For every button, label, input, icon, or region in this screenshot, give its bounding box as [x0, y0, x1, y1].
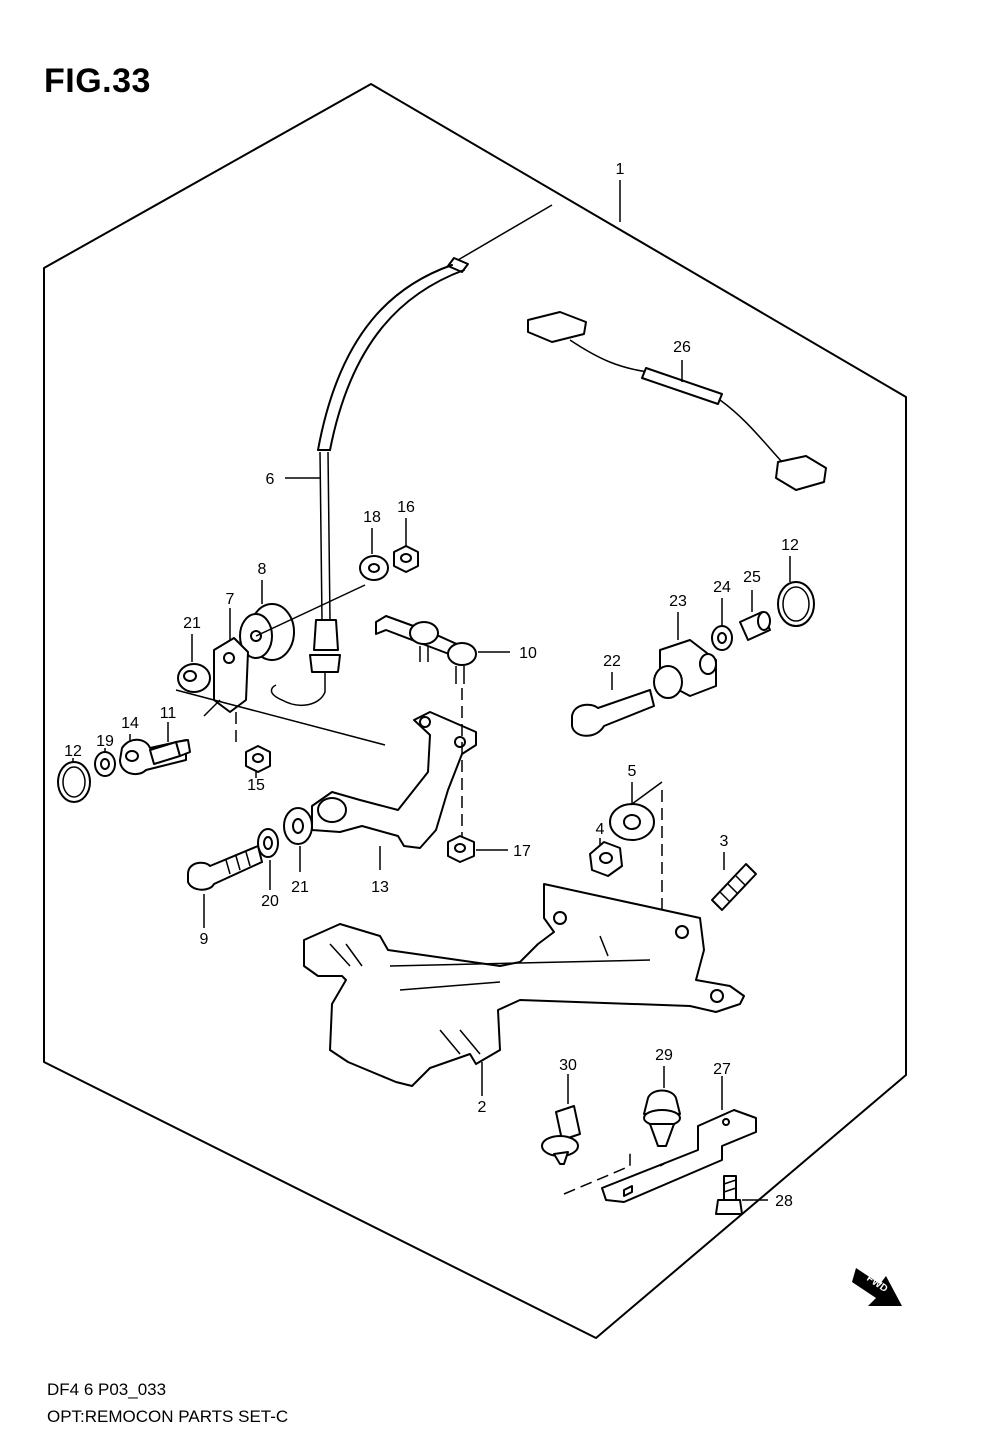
- washer-19: [94, 751, 116, 777]
- callout-27: 27: [713, 1061, 731, 1078]
- callout-30: 30: [559, 1057, 577, 1074]
- stud-11: [149, 739, 191, 765]
- joint-23: [653, 639, 717, 699]
- callout-15: 15: [247, 777, 265, 794]
- nut-17: [447, 835, 475, 863]
- callout-labels: 1234567891011121213141516171819202121222…: [64, 161, 799, 1210]
- clip-30: [541, 1105, 581, 1165]
- callout-29: 29: [655, 1047, 673, 1064]
- nut-16: [393, 545, 419, 573]
- bracket-2: [303, 883, 745, 1087]
- clip-29: [643, 1089, 681, 1147]
- callout-14: 14: [121, 715, 139, 732]
- diagram-caption: OPT:REMOCON PARTS SET-C: [47, 1407, 289, 1426]
- washer-21b: [283, 807, 313, 845]
- diagram-code: DF4 6 P03_033: [47, 1380, 167, 1399]
- washer-20: [257, 828, 279, 858]
- callout-12a: 12: [64, 743, 82, 760]
- callout-28: 28: [775, 1193, 793, 1210]
- bolt-28: [715, 1175, 743, 1215]
- collar-25: [739, 611, 771, 641]
- clip-12a: [57, 761, 91, 803]
- callout-17: 17: [513, 843, 531, 860]
- callout-21a: 21: [183, 615, 201, 632]
- washer-5: [609, 803, 655, 841]
- kit-boundary: [43, 83, 907, 1339]
- clip-12b: [777, 581, 815, 627]
- washer-24: [711, 625, 733, 651]
- callout-3: 3: [720, 833, 729, 850]
- callout-26: 26: [673, 339, 691, 356]
- callout-13: 13: [371, 879, 389, 896]
- grommet-8: [239, 603, 295, 661]
- axis-27: [563, 1152, 631, 1195]
- assembly-line-left: [175, 689, 386, 746]
- leader-5: [631, 781, 663, 806]
- callout-8: 8: [258, 561, 267, 578]
- control-cable: [270, 204, 553, 707]
- harness-lead: [527, 311, 827, 491]
- bracket-10: [375, 615, 477, 684]
- callout-10: 10: [519, 645, 537, 662]
- assembly-line-left-2: [203, 699, 221, 717]
- figure-title: FIG.33: [44, 62, 151, 100]
- callout-18: 18: [363, 509, 381, 526]
- nut-15: [245, 745, 271, 773]
- callout-23: 23: [669, 593, 687, 610]
- callout-19: 19: [96, 733, 114, 750]
- washer-18: [359, 555, 389, 581]
- callout-20: 20: [261, 893, 279, 910]
- callout-6: 6: [266, 471, 275, 488]
- callout-25: 25: [743, 569, 761, 586]
- callout-9: 9: [200, 931, 209, 948]
- callout-21b: 21: [291, 879, 309, 896]
- callout-2: 2: [478, 1099, 487, 1116]
- callout-1: 1: [616, 161, 625, 178]
- callout-5: 5: [628, 763, 637, 780]
- assembly-line-upper: [255, 584, 366, 637]
- washer-21a: [177, 663, 211, 693]
- stud-3: [711, 863, 757, 911]
- callout-16: 16: [397, 499, 415, 516]
- callout-7: 7: [226, 591, 235, 608]
- arm-13: [311, 711, 477, 849]
- callout-22: 22: [603, 653, 621, 670]
- callout-11: 11: [160, 705, 177, 722]
- nut-4: [589, 841, 623, 877]
- callout-24: 24: [713, 579, 731, 596]
- plate-27: [601, 1109, 757, 1203]
- callout-12b: 12: [781, 537, 799, 554]
- fwd-arrow: FWD: [852, 1268, 902, 1306]
- callout-4: 4: [596, 821, 605, 838]
- bolt-9: [187, 845, 263, 891]
- pin-22: [571, 689, 655, 737]
